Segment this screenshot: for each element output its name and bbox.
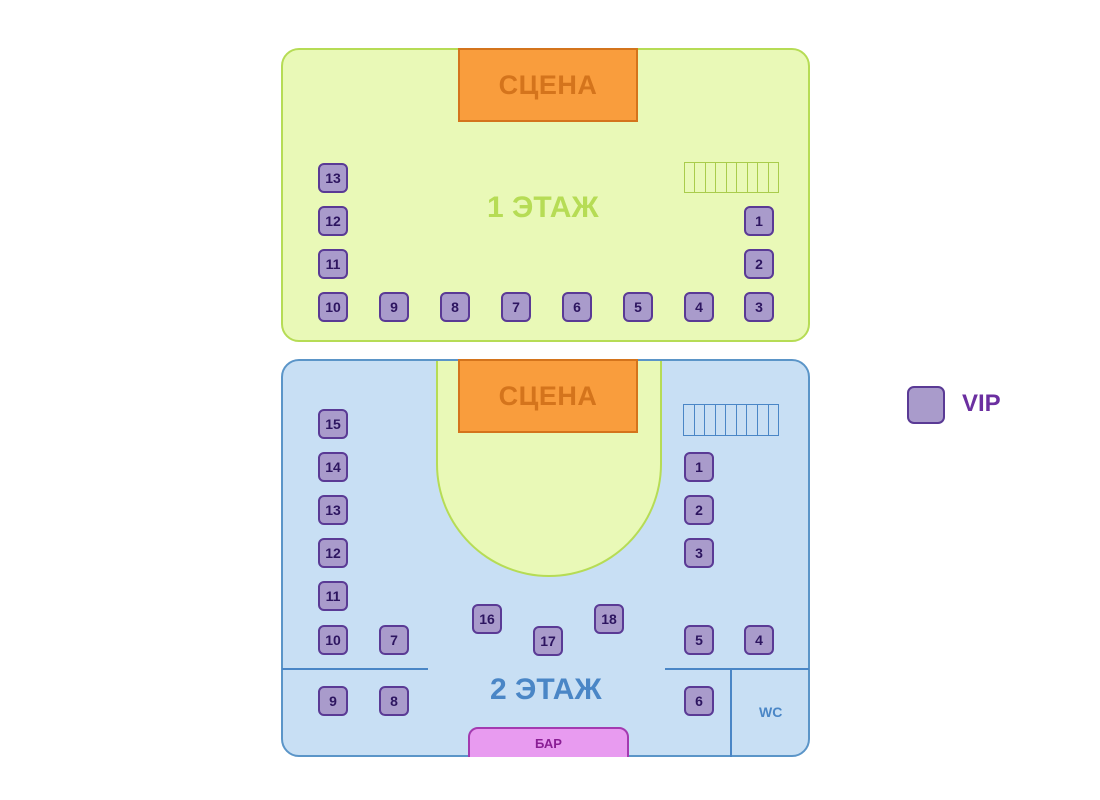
floor-2-table[interactable]: 8 (379, 686, 409, 716)
floor-1-table[interactable]: 12 (318, 206, 348, 236)
floor-1-title: 1 ЭТАЖ (487, 191, 599, 224)
wc-wall (730, 668, 732, 757)
floor-2-table[interactable]: 1 (684, 452, 714, 482)
floor-1-table[interactable]: 1 (744, 206, 774, 236)
floor-1-table[interactable]: 7 (501, 292, 531, 322)
floor-2-table[interactable]: 4 (744, 625, 774, 655)
floor-2-table[interactable]: 13 (318, 495, 348, 525)
floor-2-table[interactable]: 17 (533, 626, 563, 656)
floor-1-table[interactable]: 6 (562, 292, 592, 322)
floor-2-table[interactable]: 11 (318, 581, 348, 611)
vip-legend-label: VIP (962, 390, 1001, 417)
floor-2-table[interactable]: 5 (684, 625, 714, 655)
floor-2-table[interactable]: 15 (318, 409, 348, 439)
floor-1-table[interactable]: 10 (318, 292, 348, 322)
floor-1-table[interactable]: 9 (379, 292, 409, 322)
floor-1-stairs (684, 162, 779, 193)
floor-1-table[interactable]: 13 (318, 163, 348, 193)
floor-1-table[interactable]: 11 (318, 249, 348, 279)
floor-2-stage: СЦЕНА (458, 359, 638, 433)
floor-2-table[interactable]: 16 (472, 604, 502, 634)
floor-2-table[interactable]: 3 (684, 538, 714, 568)
bar-counter: БАР (468, 727, 629, 761)
section-divider-right (665, 668, 809, 670)
floor-2-table[interactable]: 2 (684, 495, 714, 525)
bar-edge-mask (460, 757, 640, 767)
vip-legend-swatch (907, 386, 945, 424)
floor-1-table[interactable]: 3 (744, 292, 774, 322)
floor-2-title: 2 ЭТАЖ (490, 673, 602, 706)
floor-1-stage: СЦЕНА (458, 48, 638, 122)
floor-1-table[interactable]: 8 (440, 292, 470, 322)
floor-1-table[interactable]: 4 (684, 292, 714, 322)
floor-2-table[interactable]: 18 (594, 604, 624, 634)
floor-2-table[interactable]: 14 (318, 452, 348, 482)
floor-2-table[interactable]: 12 (318, 538, 348, 568)
section-divider-left (282, 668, 428, 670)
floor-2-table[interactable]: 7 (379, 625, 409, 655)
floor-2-table[interactable]: 10 (318, 625, 348, 655)
floor-2-table[interactable]: 6 (684, 686, 714, 716)
floor-1-table[interactable]: 2 (744, 249, 774, 279)
wc-label: WC (759, 704, 783, 720)
floor-1-table[interactable]: 5 (623, 292, 653, 322)
floor-2-stairs (683, 404, 779, 436)
floor-2-table[interactable]: 9 (318, 686, 348, 716)
